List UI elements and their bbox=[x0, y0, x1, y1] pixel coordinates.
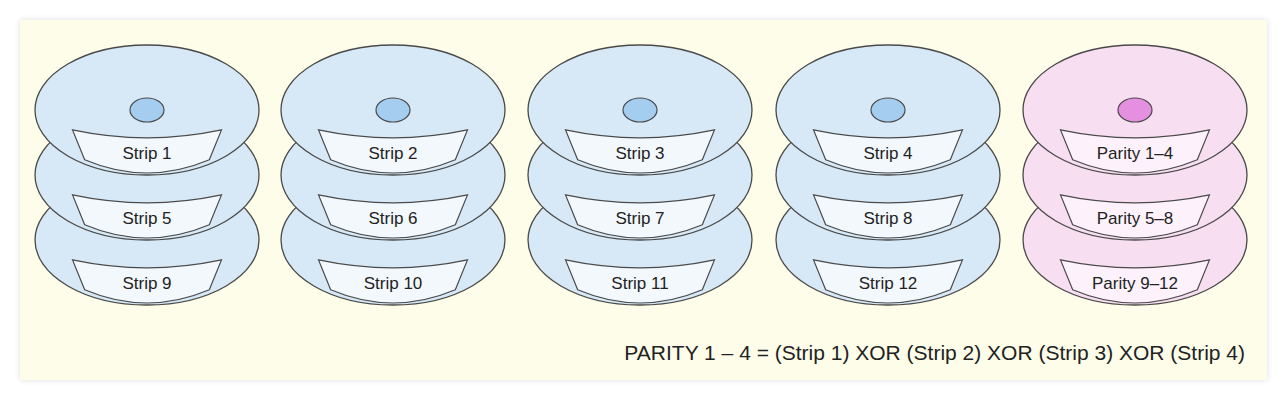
strip-band: Strip 6 bbox=[317, 194, 469, 238]
strip-label: Parity 1–4 bbox=[1097, 138, 1174, 164]
formula-note: PARITY 1 – 4 = (Strip 1) XOR (Strip 2) X… bbox=[624, 341, 1245, 365]
strip-band: Strip 4 bbox=[812, 129, 964, 173]
strip-label: Strip 9 bbox=[122, 268, 171, 294]
band-shape bbox=[814, 130, 963, 173]
band-shape bbox=[1061, 195, 1210, 238]
strip-band: Strip 1 bbox=[71, 129, 223, 173]
strip-band: Strip 9 bbox=[71, 259, 223, 303]
strip-band: Strip 7 bbox=[564, 194, 716, 238]
strip-band: Strip 2 bbox=[317, 129, 469, 173]
disk-hub bbox=[376, 98, 410, 122]
strip-label: Parity 5–8 bbox=[1097, 203, 1174, 229]
disk-platter bbox=[1023, 45, 1247, 175]
disk-platter bbox=[776, 45, 1000, 175]
band-shape bbox=[73, 130, 222, 173]
strip-band: Parity 1–4 bbox=[1059, 129, 1211, 173]
strip-band: Strip 5 bbox=[71, 194, 223, 238]
band-shape bbox=[1061, 130, 1210, 173]
disk-platter bbox=[528, 45, 752, 175]
band-shape bbox=[566, 260, 715, 303]
strip-band: Strip 12 bbox=[812, 259, 964, 303]
strip-label: Strip 4 bbox=[863, 138, 912, 164]
band-shape bbox=[73, 195, 222, 238]
strip-band: Parity 9–12 bbox=[1059, 259, 1211, 303]
band-shape bbox=[566, 195, 715, 238]
band-shape bbox=[566, 130, 715, 173]
strip-label: Strip 2 bbox=[368, 138, 417, 164]
strip-band: Strip 10 bbox=[317, 259, 469, 303]
strip-label: Strip 5 bbox=[122, 203, 171, 229]
strip-label: Strip 7 bbox=[615, 203, 664, 229]
strip-label: Strip 8 bbox=[863, 203, 912, 229]
strip-band: Strip 11 bbox=[564, 259, 716, 303]
strip-label: Strip 1 bbox=[122, 138, 171, 164]
strip-band: Strip 3 bbox=[564, 129, 716, 173]
strip-label: Parity 9–12 bbox=[1092, 268, 1178, 294]
band-shape bbox=[814, 260, 963, 303]
strip-label: Strip 11 bbox=[611, 268, 668, 294]
disk-platter bbox=[281, 45, 505, 175]
strip-label: Strip 3 bbox=[615, 138, 664, 164]
band-shape bbox=[814, 195, 963, 238]
strip-band: Strip 8 bbox=[812, 194, 964, 238]
disk-hub bbox=[871, 98, 905, 122]
band-shape bbox=[319, 130, 468, 173]
band-shape bbox=[1061, 260, 1210, 303]
band-shape bbox=[319, 260, 468, 303]
disk-platter bbox=[35, 45, 259, 175]
disk-hub bbox=[1118, 98, 1152, 122]
band-shape bbox=[73, 260, 222, 303]
strip-label: Strip 6 bbox=[368, 203, 417, 229]
disk-hub bbox=[623, 98, 657, 122]
disk-hub bbox=[130, 98, 164, 122]
strip-label: Strip 12 bbox=[859, 268, 918, 294]
strip-label: Strip 10 bbox=[364, 268, 423, 294]
band-shape bbox=[319, 195, 468, 238]
strip-band: Parity 5–8 bbox=[1059, 194, 1211, 238]
